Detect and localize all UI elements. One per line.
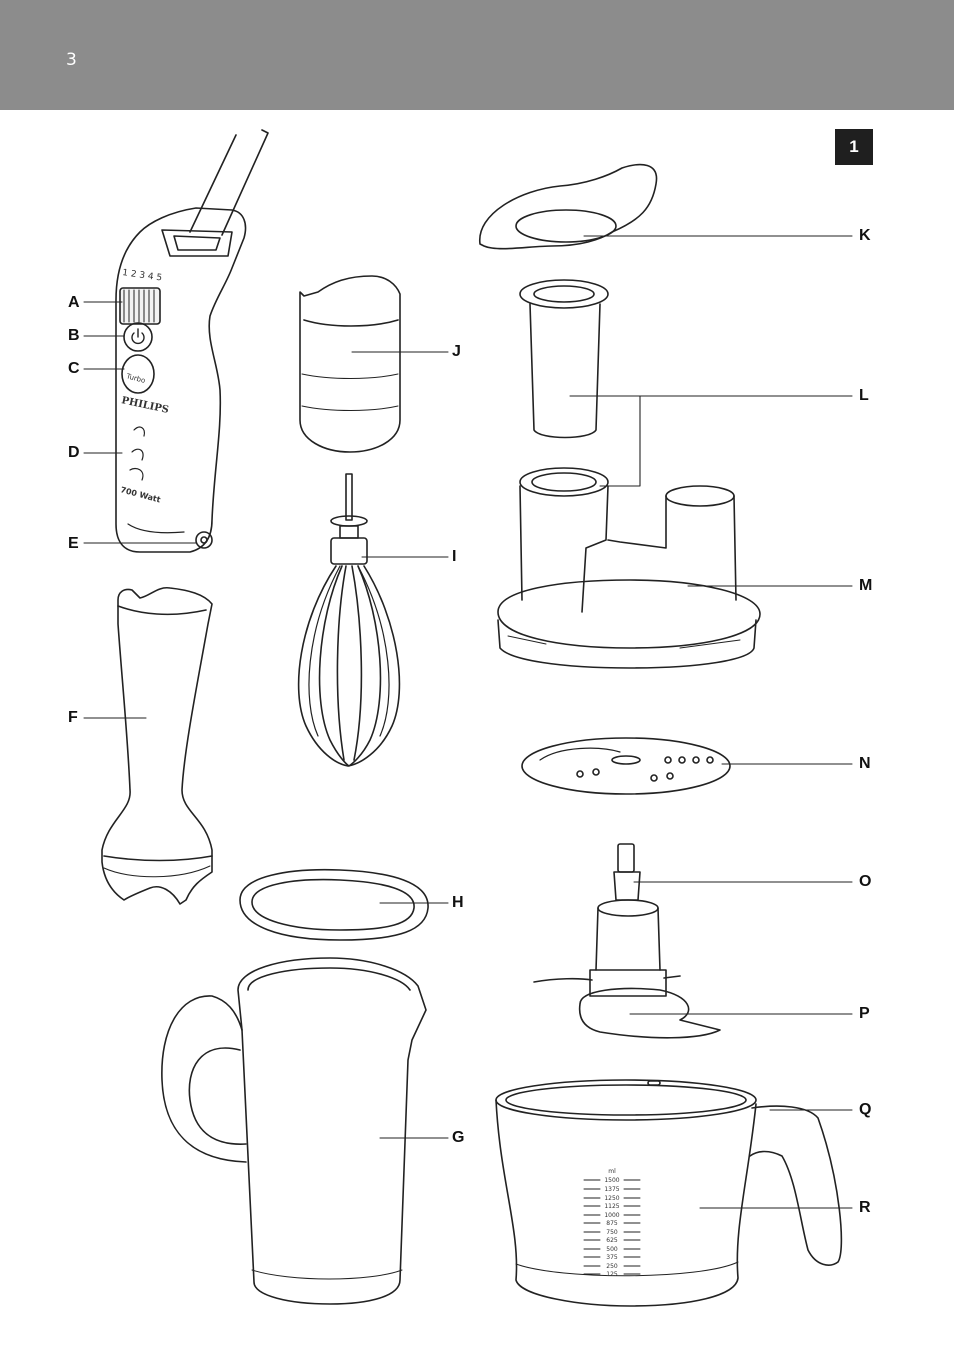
part-label-a: A [68, 294, 80, 311]
part-label-m: M [859, 577, 873, 594]
part-label-f: F [68, 709, 78, 726]
part-label-g: G [452, 1129, 465, 1146]
beaker-drawing [161, 957, 427, 1305]
part-label-e: E [68, 535, 79, 552]
page-header-bar: 3 [0, 0, 954, 110]
scale-mark: 875 [606, 1220, 618, 1227]
scale-mark: 1250 [604, 1195, 619, 1202]
scale-mark: 1375 [604, 1186, 619, 1193]
whisk-drawing [297, 473, 401, 767]
scale-mark: 250 [606, 1263, 618, 1270]
part-label-n: N [859, 755, 871, 772]
motor-unit-drawing [115, 129, 269, 553]
scale-mark: 375 [606, 1254, 618, 1261]
part-label-c: C [68, 360, 80, 377]
processor-bowl-drawing [495, 1079, 843, 1307]
chopper-bowl-drawing [497, 467, 761, 669]
brand-text: PHILIPS [120, 395, 169, 416]
scale-mark: 1125 [604, 1203, 619, 1210]
food-pusher-drawing [519, 279, 609, 439]
slicing-disc-drawing [521, 737, 731, 795]
chopper-lid-drawing [479, 163, 658, 250]
scale-mark: 125 [606, 1271, 618, 1278]
part-label-p: P [859, 1005, 870, 1022]
leader-line-l [569, 395, 853, 487]
figure-number-badge: 1 [835, 129, 873, 165]
scale-mark: 1000 [604, 1212, 619, 1219]
beaker-scale-ticks [583, 1179, 641, 1275]
scale-mark: 750 [606, 1229, 618, 1236]
chopping-blade-drawing [533, 843, 721, 1039]
scale-mark: 500 [606, 1246, 618, 1253]
part-label-o: O [859, 873, 872, 890]
beaker-scale: ml 1500 1375 1250 1125 1000 875 750 625 … [604, 1168, 619, 1278]
part-label-b: B [68, 327, 80, 344]
part-label-h: H [452, 894, 464, 911]
part-label-r: R [859, 1199, 871, 1216]
part-label-q: Q [859, 1101, 872, 1118]
blender-shaft-drawing [101, 586, 213, 905]
speed-marks-text: 1 2 3 4 5 [122, 268, 163, 283]
power-text: 700 Watt [119, 485, 161, 504]
scale-unit: ml [608, 1168, 616, 1175]
turbo-text: Turbo [125, 372, 147, 385]
part-label-j: J [452, 343, 461, 360]
beaker-lid-drawing [239, 868, 429, 941]
leader-lines [83, 235, 853, 1209]
scale-mark: 1500 [604, 1177, 619, 1184]
scale-mark: 625 [606, 1237, 618, 1244]
part-label-i: I [452, 548, 457, 565]
part-label-k: K [859, 227, 871, 244]
part-label-d: D [68, 444, 80, 461]
whisk-holder-drawing [299, 275, 401, 453]
part-label-l: L [859, 387, 869, 404]
page-number: 3 [66, 50, 77, 70]
